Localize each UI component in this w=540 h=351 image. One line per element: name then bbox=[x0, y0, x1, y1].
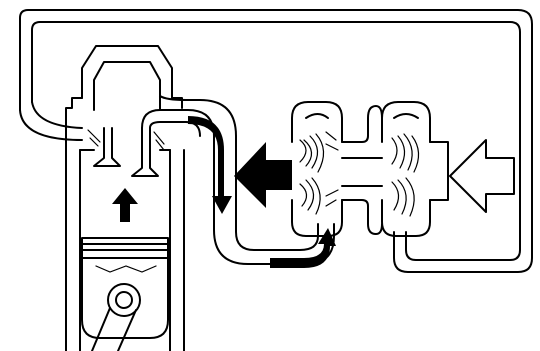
compressor-housing bbox=[382, 102, 430, 236]
piston bbox=[82, 238, 168, 338]
exhaust-valve bbox=[132, 128, 164, 176]
turbine-housing bbox=[292, 102, 342, 236]
piston-up-arrow bbox=[112, 188, 138, 222]
connecting-rod bbox=[92, 284, 140, 351]
intake-return-pipe bbox=[8, 10, 532, 272]
intake-valve bbox=[88, 128, 120, 166]
exhaust-down-arrow bbox=[188, 116, 232, 214]
exhaust-to-turbine-arrow bbox=[270, 228, 336, 268]
fresh-air-inlet-arrow bbox=[450, 140, 514, 212]
turbine-outflow-arrow bbox=[234, 142, 292, 208]
turbo-shaft bbox=[342, 106, 448, 234]
